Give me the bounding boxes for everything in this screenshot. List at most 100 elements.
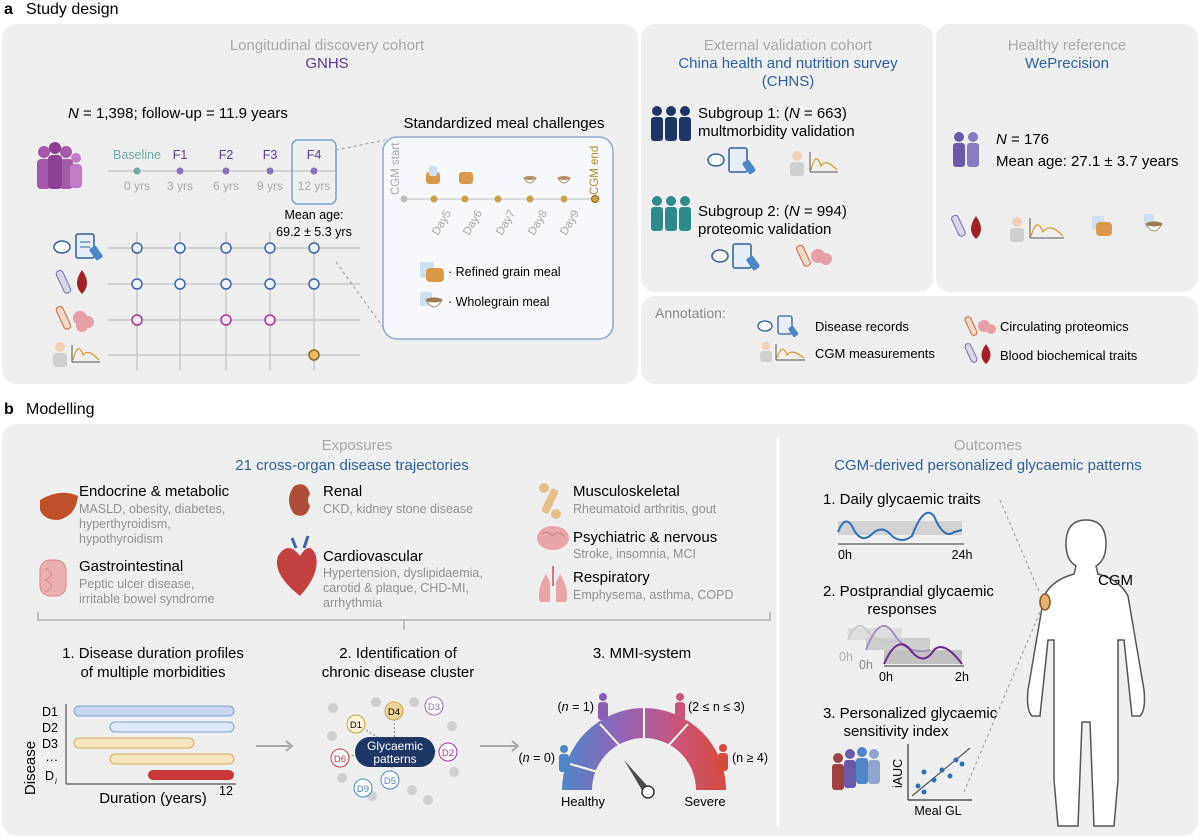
validation-heading: External validation cohort (704, 37, 873, 54)
discovery-name: GNHS (305, 55, 348, 72)
outcome-3-title: 3. Personalized glycaemic (823, 705, 998, 722)
people-crowd-icon (832, 747, 880, 790)
gauge-healthy-label: Healthy (561, 794, 606, 809)
annotation-legend: Annotation: Disease records CGM measurem… (655, 305, 1138, 364)
pp-curve (847, 624, 903, 643)
validation-cohort: External validation cohort China health … (651, 37, 898, 271)
annotation-cgm: CGM measurements (815, 346, 935, 361)
human-body-silhouette (1026, 519, 1146, 827)
healthy-age: Mean age: 27.1 ± 3.7 years (996, 153, 1179, 170)
bowl-icon (523, 176, 537, 184)
exposures: Exposures 21 cross-organ disease traject… (37, 437, 771, 630)
outcome-3-title: sensitivity index (843, 723, 949, 740)
organ-detail: MASLD, obesity, diabetes, (79, 502, 225, 516)
person-icon (559, 745, 569, 772)
subgroup1-line1: Subgroup 1: (N = 663) (698, 105, 847, 122)
svg-text:F3: F3 (263, 148, 278, 162)
svg-text:Baseline: Baseline (113, 148, 161, 162)
timepoint-f3: F3 9 yrs (257, 148, 283, 193)
organ-name: Cardiovascular (323, 548, 423, 565)
organ-name: Renal (323, 483, 362, 500)
healthy-reference: Healthy reference WePrecision N = 176 Me… (951, 37, 1179, 242)
gauge-severe-label: Severe (684, 794, 725, 809)
organ-name: Respiratory (573, 569, 650, 586)
disease-records-icon (757, 315, 799, 337)
organ-detail: carotid & plaque, CHD-MI, (323, 581, 469, 595)
wholegrain-label: · Wholegrain meal (448, 295, 549, 309)
duration-x-end: 12 (219, 784, 233, 798)
cgm-person-icon (790, 151, 838, 176)
cgm-person-icon (53, 342, 100, 367)
mmi-n4: (n ≥ 4) (732, 751, 768, 765)
grid-markers (131, 242, 320, 361)
outcome-1-title: 1. Daily glycaemic traits (823, 491, 981, 508)
discovery-cohort: Longitudinal discovery cohort GNHS N = 1… (37, 37, 614, 370)
blood-icon (55, 269, 87, 294)
svg-text:F2: F2 (219, 148, 234, 162)
disease-records-icon (711, 243, 760, 271)
disease-records-icon (707, 147, 756, 175)
duration-bar-d3 (73, 737, 195, 749)
duration-y-title: Disease (22, 741, 39, 795)
row-label-di-sub: i (55, 777, 57, 786)
glycaemic-patterns-line2: patterns (373, 752, 416, 766)
people-lavender-icon (953, 132, 979, 167)
section-a-letter: a (4, 1, 13, 18)
svg-text:3 yrs: 3 yrs (167, 179, 193, 193)
pp-x0b: 0h (859, 658, 873, 672)
step1-title: of multiple morbidities (80, 664, 225, 681)
annotation-proteomics: Circulating proteomics (1000, 319, 1129, 334)
svg-text:D2: D2 (442, 748, 454, 759)
organ-detail: Hypertension, dyslipidaemia, (323, 566, 483, 580)
organ-detail: Stroke, insomnia, MCI (573, 547, 696, 561)
cgm-person-icon (760, 342, 805, 362)
daily-x0: 0h (838, 548, 852, 562)
mmi-n2: (2 ≤ n ≤ 3) (688, 700, 745, 714)
daily-glucose-curve (837, 511, 963, 541)
organ-name: Gastrointestinal (79, 558, 183, 575)
step2-title: chronic disease cluster (322, 664, 475, 681)
duration-bar-di (148, 770, 234, 780)
timepoint-baseline: Baseline 0 yrs (113, 148, 161, 193)
connector-line (999, 499, 1041, 595)
outcome-2-title: 2. Postprandial glycaemic (823, 583, 994, 600)
refined-grain-meal-icon (420, 262, 444, 282)
svg-text:F1: F1 (173, 148, 188, 162)
svg-text:F4: F4 (307, 148, 322, 162)
organ-detail: Rheumatoid arthritis, gout (573, 502, 717, 516)
healthy-panel (936, 24, 1198, 292)
meal-challenges-title: Standardized meal challenges (404, 115, 605, 132)
section-a-title: Study design (26, 1, 119, 18)
svg-text:D5: D5 (384, 776, 396, 787)
lungs-icon (538, 566, 568, 602)
healthy-heading: Healthy reference (1008, 37, 1126, 54)
connector-top (335, 139, 386, 151)
organ-detail: Emphysema, asthma, COPD (573, 588, 733, 602)
pp-curve (865, 625, 931, 653)
validation-panel (641, 24, 933, 292)
arrow-head (511, 740, 520, 752)
svg-text:D4: D4 (388, 707, 400, 718)
meal-challenges-box (382, 136, 614, 340)
svg-text:D3: D3 (428, 702, 440, 713)
outcomes-heading: Outcomes (954, 437, 1022, 454)
subgroup2-line2: proteomic validation (698, 221, 831, 238)
outcomes-subheading: CGM-derived personalized glycaemic patte… (834, 457, 1142, 474)
people-navy-icon (651, 106, 691, 141)
gsi-points (915, 757, 965, 795)
mmi-gauge: Healthy Severe (n = 1) (2 ≤ n ≤ 3) (n = … (519, 693, 768, 809)
row-label-d1: D1 (42, 705, 58, 719)
heart-icon (276, 535, 317, 596)
row-label-di: D (45, 769, 54, 783)
gauge-pivot (641, 785, 655, 799)
cgm-sensor-icon (1039, 593, 1051, 611)
organ-detail: Peptic ulcer disease, (79, 577, 194, 591)
gauge-needle (624, 760, 651, 795)
connector-line (963, 611, 1041, 793)
cluster-node-d5: D5 (380, 770, 400, 790)
cluster-node-d9: D9 (353, 778, 373, 798)
duration-bar-d2 (109, 721, 235, 733)
meal-day-markers (400, 195, 599, 203)
pp-x0c: 0h (879, 670, 893, 684)
mean-age-value: 69.2 ± 5.3 yrs (276, 225, 352, 239)
